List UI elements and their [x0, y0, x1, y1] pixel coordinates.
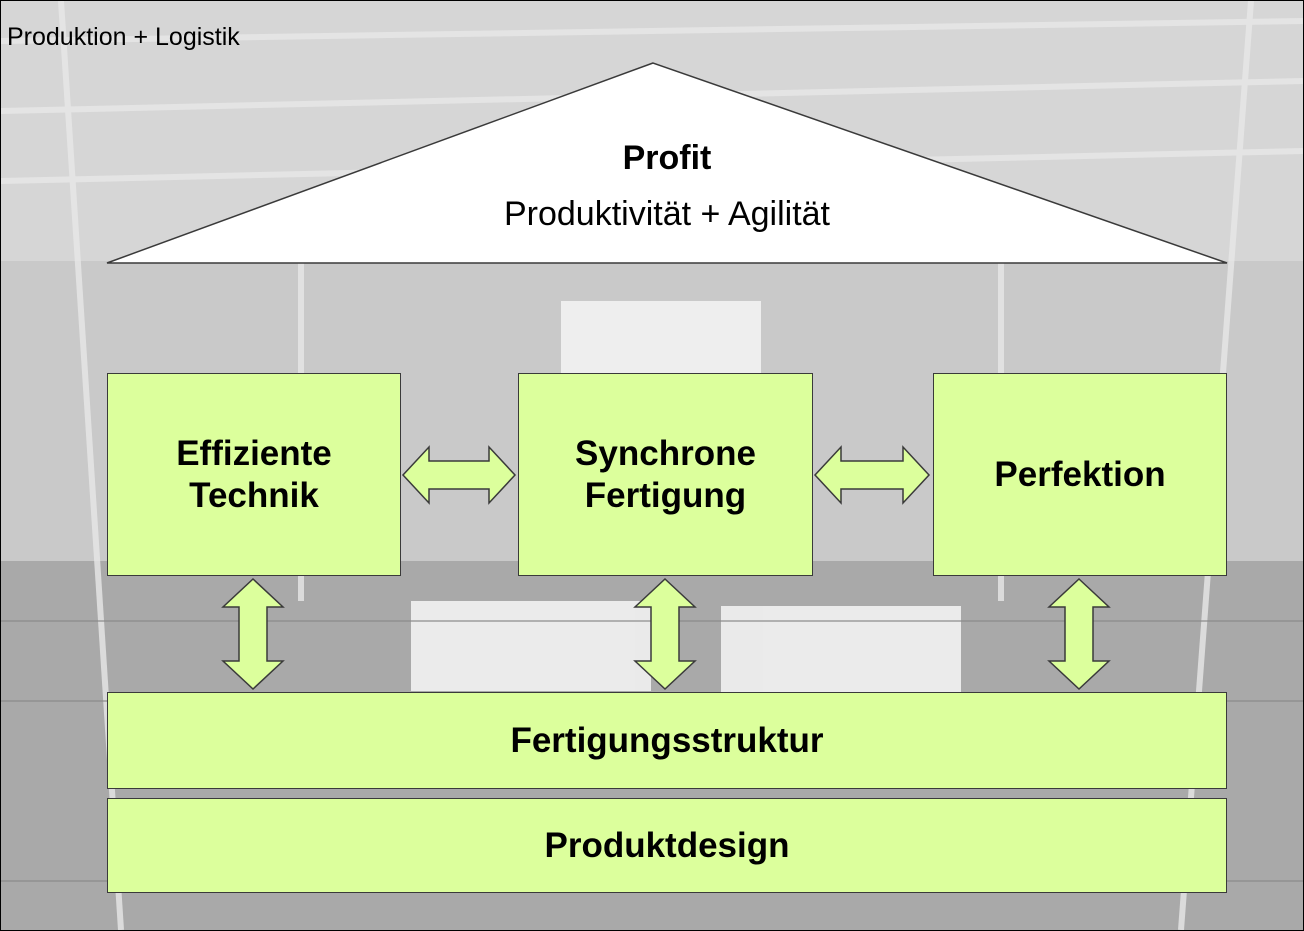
pillar-perfektion: Perfektion	[933, 373, 1227, 576]
pillar-synchrone-fertigung: Synchrone Fertigung	[518, 373, 813, 576]
pillar-effiziente-technik: Effiziente Technik	[107, 373, 401, 576]
slide-title: Produktion + Logistik	[7, 23, 240, 51]
foundation-fertigungsstruktur: Fertigungsstruktur	[107, 692, 1227, 789]
roof-subtitle: Produktivität + Agilität	[503, 195, 830, 233]
foundation-produktdesign: Produktdesign	[107, 798, 1227, 893]
roof-title: Profit	[622, 139, 712, 177]
